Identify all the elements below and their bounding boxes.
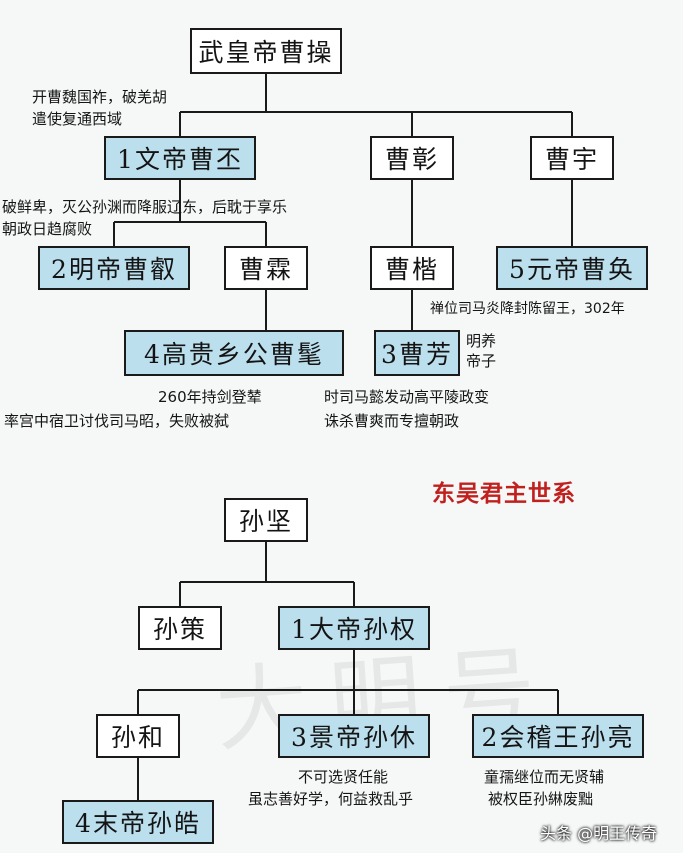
- note-sun-xiu-line2: 虽志善好学，何益救乱乎: [248, 790, 414, 808]
- node-sun-ce: 孙策: [138, 606, 222, 650]
- credit-label: 头条 @明王传奇: [540, 824, 658, 843]
- node-sun-liang: 2会稽王孙亮: [472, 714, 644, 758]
- node-cao-rui: 2明帝曹叡: [38, 246, 190, 290]
- node-cao-zhang: 曹彰: [370, 136, 454, 180]
- note-cao-mao-line2: 率宫中宿卫讨伐司马昭，失败被弑: [4, 412, 230, 430]
- node-sun-hao: 4末帝孙皓: [62, 800, 214, 844]
- node-sun-quan: 1大帝孙权: [278, 606, 430, 650]
- note-cao-fang-line1: 时司马懿发动高平陵政变: [324, 388, 490, 406]
- node-cao-cao: 武皇帝曹操: [190, 28, 342, 74]
- note-cao-cao-line2: 遣使复通西域: [32, 110, 123, 128]
- note-cao-cao-line1: 开曹魏国祚，破羌胡: [32, 88, 168, 106]
- node-cao-fang: 3曹芳: [374, 330, 460, 376]
- node-sun-jian: 孙坚: [224, 498, 308, 542]
- note-cao-pi-line1: 破鲜卑，灭公孙渊而降服辽东，后耽于享乐: [2, 198, 288, 216]
- node-cao-mao: 4高贵乡公曹髦: [124, 330, 344, 376]
- node-cao-lin: 曹霖: [224, 246, 308, 290]
- node-cao-yu: 曹宇: [530, 136, 614, 180]
- node-cao-kai: 曹楷: [370, 246, 454, 290]
- note-cao-fang-side-line2: 帝子: [466, 352, 497, 370]
- note-sun-liang-line2: 被权臣孙綝废黜: [488, 790, 594, 808]
- node-cao-huan: 5元帝曹奂: [496, 246, 648, 290]
- note-sun-liang-line1: 童孺继位而无贤辅: [484, 768, 605, 786]
- note-cao-fang-side-line1: 明养: [466, 332, 497, 350]
- node-cao-pi: 1文帝曹丕: [104, 136, 256, 180]
- node-sun-xiu: 3景帝孙休: [278, 714, 430, 758]
- note-cao-huan: 禅位司马炎降封陈留王，302年: [430, 301, 625, 317]
- node-sun-he: 孙和: [96, 714, 180, 758]
- note-sun-xiu-line1: 不可选贤任能: [298, 768, 389, 786]
- note-cao-fang-line2: 诛杀曹爽而专擅朝政: [324, 412, 460, 430]
- note-cao-pi-line2: 朝政日趋腐败: [2, 220, 93, 238]
- wu-section-heading: 东吴君主世系: [432, 481, 576, 507]
- note-cao-mao-line1: 260年持剑登辇: [158, 388, 262, 406]
